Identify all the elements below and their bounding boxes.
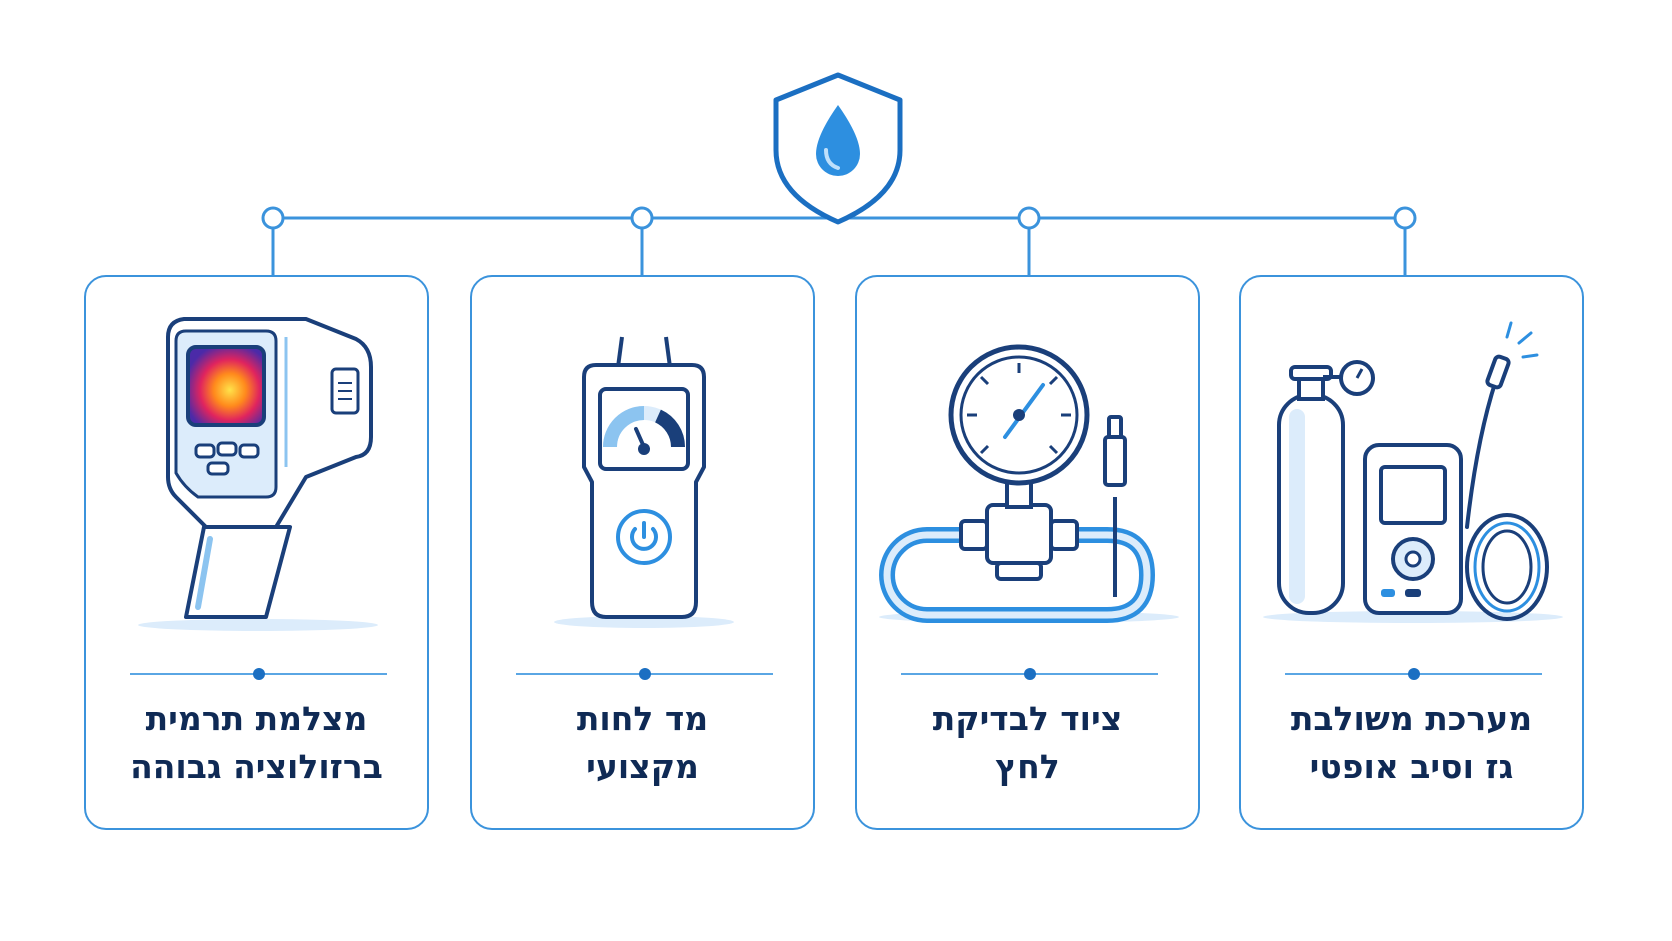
card-thermal-camera: מצלמת תרמית ברזולוציה גבוהה bbox=[84, 275, 429, 830]
card-divider bbox=[130, 668, 387, 680]
node-3 bbox=[1017, 206, 1041, 230]
card-title: מצלמת תרמית ברזולוציה גבוהה bbox=[96, 695, 417, 791]
node-2 bbox=[630, 206, 654, 230]
card-divider bbox=[901, 668, 1158, 680]
card-title-line-1: מערכת משולבת bbox=[1290, 699, 1533, 738]
card-title-line-2: מקצועי bbox=[586, 747, 699, 786]
card-title: מערכת משולבת גז וסיב אופטי bbox=[1251, 695, 1572, 791]
card-title: ציוד לבדיקת לחץ bbox=[867, 695, 1188, 791]
card-title-line-2: גז וסיב אופטי bbox=[1309, 747, 1514, 786]
card-moisture-meter: מד לחות מקצועי bbox=[470, 275, 815, 830]
node-1 bbox=[261, 206, 285, 230]
node-4 bbox=[1393, 206, 1417, 230]
card-divider bbox=[516, 668, 773, 680]
card-title-line-2: לחץ bbox=[995, 747, 1060, 786]
card-title-line-1: מצלמת תרמית bbox=[145, 699, 368, 738]
moisture-meter-icon bbox=[554, 336, 734, 628]
card-divider bbox=[1285, 668, 1542, 680]
thermal-camera-icon bbox=[138, 317, 378, 631]
shield-water-drop-icon bbox=[773, 72, 903, 225]
fiber-optic-gas-kit-icon bbox=[1263, 321, 1563, 623]
card-title-line-1: מד לחות bbox=[576, 699, 709, 738]
card-title-line-1: ציוד לבדיקת bbox=[932, 699, 1123, 738]
card-title-line-2: ברזולוציה גבוהה bbox=[130, 747, 383, 786]
card-pressure-testing: ציוד לבדיקת לחץ bbox=[855, 275, 1200, 830]
pressure-test-gauge-icon bbox=[879, 344, 1179, 623]
card-fiber-gas-system: מערכת משולבת גז וסיב אופטי bbox=[1239, 275, 1584, 830]
card-title: מד לחות מקצועי bbox=[482, 695, 803, 791]
